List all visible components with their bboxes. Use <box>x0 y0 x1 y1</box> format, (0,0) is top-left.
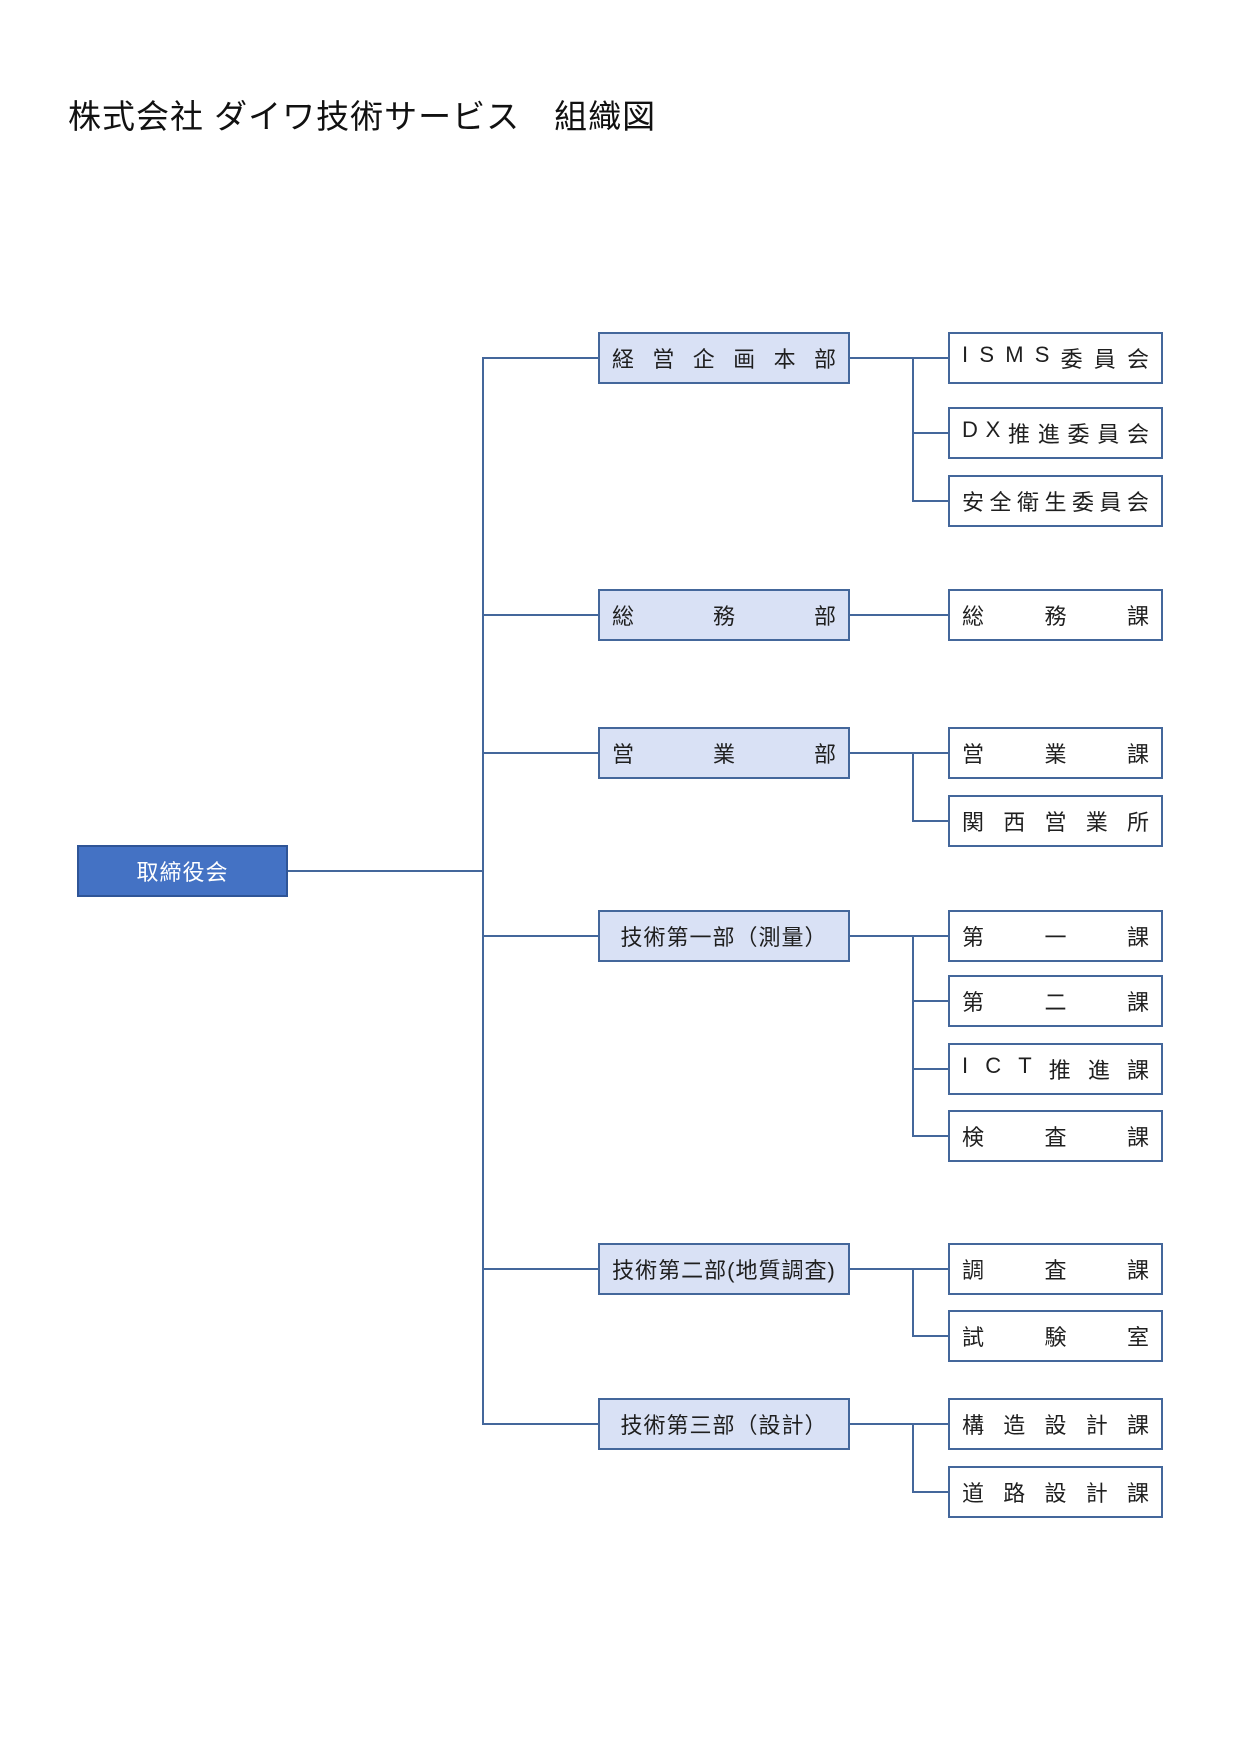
department-box-label: 営業部 <box>612 742 836 767</box>
connector-line <box>913 820 948 822</box>
connector-line <box>850 935 948 937</box>
connector-line <box>913 1335 948 1337</box>
department-box: 総務部 <box>598 589 850 641</box>
connector-line <box>483 935 598 937</box>
connector-line <box>913 1068 948 1070</box>
connector-line <box>913 500 948 502</box>
section-box: 営業課 <box>948 727 1163 779</box>
connector-line <box>913 432 948 434</box>
section-box: 総務課 <box>948 589 1163 641</box>
section-box-label: 関西営業所 <box>962 810 1149 835</box>
page-title: 株式会社 ダイワ技術サービス 組織図 <box>68 98 657 135</box>
section-box: 関西営業所 <box>948 795 1163 847</box>
section-box-label: 営業課 <box>962 742 1149 767</box>
connector-line <box>288 870 483 872</box>
section-box: 第一課 <box>948 910 1163 962</box>
connector-line <box>912 1423 914 1493</box>
connector-line <box>482 357 484 1425</box>
department-box-label: 技術第一部（測量） <box>620 925 828 950</box>
connector-line <box>912 1268 914 1337</box>
connector-line <box>483 1423 598 1425</box>
board-label: 取締役会 <box>136 860 229 885</box>
section-box: 試験室 <box>948 1310 1163 1362</box>
connector-line <box>913 1000 948 1002</box>
section-box-label: 総務課 <box>962 604 1149 629</box>
section-box-label: 構造設計課 <box>962 1413 1149 1438</box>
department-box-label: 技術第二部(地質調査) <box>612 1258 836 1283</box>
section-box-label: 検査課 <box>962 1125 1149 1150</box>
connector-line <box>483 357 598 359</box>
connector-line <box>850 1268 948 1270</box>
section-box: 安全衛生委員会 <box>948 475 1163 527</box>
section-box: 検査課 <box>948 1110 1163 1162</box>
connector-line <box>483 752 598 754</box>
department-box-label: 経営企画本部 <box>612 347 836 372</box>
connector-line <box>483 1268 598 1270</box>
connector-line <box>913 1491 948 1493</box>
section-box-label: 安全衛生委員会 <box>962 490 1149 515</box>
connector-line <box>850 752 948 754</box>
department-box: 技術第一部（測量） <box>598 910 850 962</box>
connector-line <box>850 1423 948 1425</box>
department-box: 営業部 <box>598 727 850 779</box>
connector-line <box>483 614 598 616</box>
department-box: 技術第二部(地質調査) <box>598 1243 850 1295</box>
department-box: 技術第三部（設計） <box>598 1398 850 1450</box>
section-box-label: 道路設計課 <box>962 1481 1149 1506</box>
connector-line <box>850 614 948 616</box>
section-box: 道路設計課 <box>948 1466 1163 1518</box>
connector-line <box>912 357 914 502</box>
section-box-label: 第二課 <box>962 990 1149 1015</box>
section-box: 調査課 <box>948 1243 1163 1295</box>
section-box-label: 調査課 <box>962 1258 1149 1283</box>
department-box-label: 技術第三部（設計） <box>620 1413 828 1438</box>
section-box-label: 第一課 <box>962 925 1149 950</box>
section-box: 第二課 <box>948 975 1163 1027</box>
connector-line <box>913 1135 948 1137</box>
department-box: 経営企画本部 <box>598 332 850 384</box>
board-box: 取締役会 <box>77 845 288 897</box>
section-box-label: 試験室 <box>962 1325 1149 1350</box>
section-box: 構造設計課 <box>948 1398 1163 1450</box>
department-box-label: 総務部 <box>612 604 836 629</box>
connector-line <box>912 752 914 822</box>
connector-line <box>912 935 914 1137</box>
connector-line <box>850 357 948 359</box>
